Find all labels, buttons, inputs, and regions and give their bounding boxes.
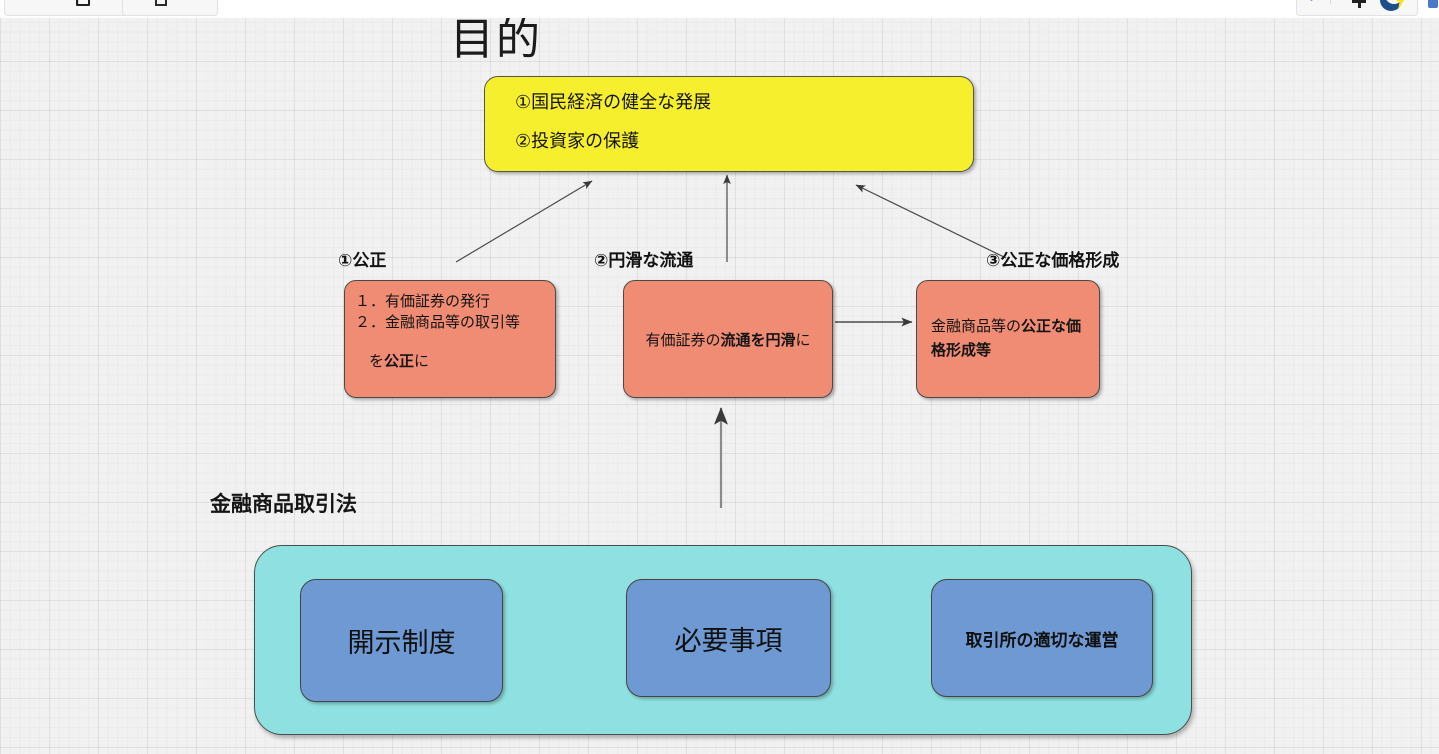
goal-box[interactable]: ①国民経済の健全な発展 ②投資家の保護 [484, 76, 974, 172]
document-icon [155, 0, 167, 6]
distribution-box[interactable]: 有価証券の流通を円滑に [623, 280, 833, 398]
law-pillar-exchange-operation[interactable]: 取引所の適切な運営 [931, 579, 1153, 697]
distribution-prefix: 有価証券の [645, 331, 721, 349]
toolbar-group-left-2 [122, 0, 218, 16]
section-label-fairness: ①公正 [338, 251, 387, 270]
top-toolbar [0, 0, 1439, 18]
arrow-price-to-goal [855, 184, 1007, 259]
price-text: 金融商品等の公正な価格形成等 [931, 315, 1085, 363]
moon-icon[interactable] [1380, 0, 1403, 11]
fairness-line-1: １．有価証券の発行 [355, 293, 491, 310]
fairness-line-2: ２．金融商品等の取引等 [355, 314, 521, 331]
whiteboard-canvas[interactable]: 目的 ①国民経済の健全な発展 ②投資家の保護 ①公正 ②円滑な流通 ③公正な価格… [0, 18, 1439, 754]
law-pillar-disclosure[interactable]: 開示制度 [300, 579, 503, 702]
law-pillar-requirements[interactable]: 必要事項 [626, 579, 831, 697]
section-label-distribution: ②円滑な流通 [594, 251, 694, 270]
fairness-box[interactable]: １．有価証券の発行 ２．金融商品等の取引等 を公正に [344, 280, 556, 398]
toolbar-separator-right [1330, 0, 1331, 4]
toolbar-separator [78, 0, 79, 4]
price-formation-box[interactable]: 金融商品等の公正な価格形成等 [916, 280, 1100, 398]
cursor-icon-svg [1310, 0, 1313, 1]
frame-tool-button[interactable] [148, 0, 174, 6]
bolt-icon[interactable] [1396, 0, 1405, 10]
fairness-line-3: を公正に [355, 351, 555, 372]
section-label-price: ③公正な価格形成 [986, 251, 1120, 270]
fairness-line-3-strong: 公正 [384, 353, 415, 370]
price-prefix: 金融商品等の [931, 318, 1022, 335]
blue-bar-icon[interactable] [1428, 0, 1438, 8]
goal-line-2: ②投資家の保護 [515, 131, 640, 151]
distribution-text: 有価証券の流通を円滑に [645, 329, 810, 350]
shape-tool-button[interactable] [70, 0, 96, 6]
law-container[interactable]: 開示制度 必要事項 取引所の適切な運営 [254, 545, 1192, 735]
goal-line-1: ①国民経済の健全な発展 [515, 92, 712, 112]
fairness-line-3-prefix: を [369, 353, 385, 370]
rectangle-icon [76, 0, 90, 6]
distribution-suffix: に [795, 331, 811, 349]
distribution-strong: 流通を円滑 [720, 331, 796, 349]
arrow-fairness-to-goal [455, 180, 593, 263]
price-strong: 公正な価格形成等 [931, 318, 1082, 359]
page-title: 目的 [450, 18, 542, 64]
plus-icon[interactable] [1352, 0, 1366, 8]
fairness-line-3-suffix: に [414, 353, 430, 370]
cursor-icon[interactable] [1305, 0, 1317, 2]
law-title-label: 金融商品取引法 [210, 493, 357, 516]
